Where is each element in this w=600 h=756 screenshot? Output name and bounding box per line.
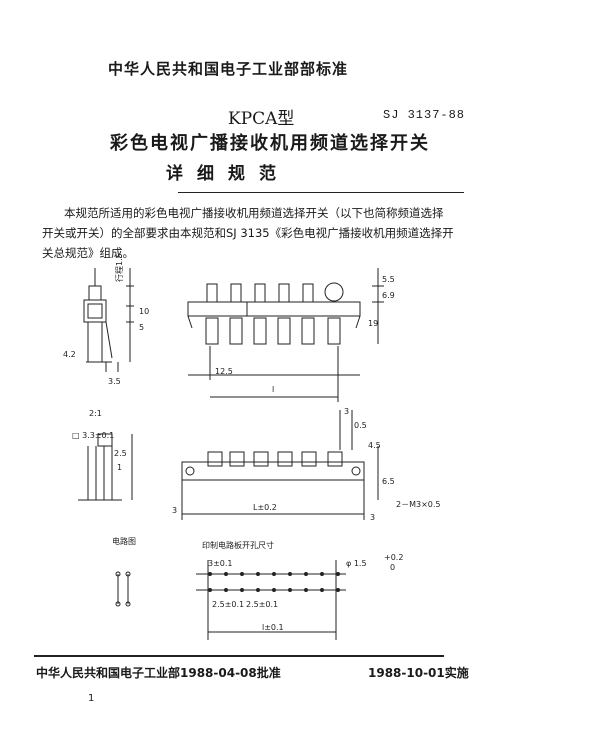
- header-rule: [178, 192, 464, 193]
- hole-tol-up: +0.2: [384, 553, 403, 562]
- document-subtitle: 详细规范: [166, 164, 290, 184]
- hole-tol-low: 0: [390, 563, 395, 572]
- dim-4-2: 4.2: [63, 350, 76, 359]
- pitch-3: 3±0.1: [208, 559, 233, 568]
- dim-12-5: 12.5: [215, 367, 233, 376]
- scale-label: 2:1: [89, 409, 102, 418]
- approval-date: 中华人民共和国电子工业部1988-04-08批准: [36, 666, 281, 680]
- thread-spec: 2－M3×0.5: [396, 500, 441, 509]
- dim-square: □ 3.3±0.1: [72, 431, 114, 440]
- footer-rule: [34, 655, 444, 657]
- issuing-organization: 中华人民共和国电子工业部部标准: [108, 60, 349, 78]
- dim-3-5: 3.5: [108, 377, 121, 386]
- dim-l: l: [272, 385, 274, 394]
- pitch-2-5-b: 2.5±0.1: [246, 600, 278, 609]
- dim-2-5: 2.5: [114, 449, 127, 458]
- document-title: 彩色电视广播接收机用频道选择开关: [110, 133, 430, 154]
- page-number: 1: [88, 693, 95, 704]
- dim-L: L±0.2: [253, 503, 277, 512]
- dim-3-left: 3: [172, 506, 177, 515]
- dim-6-9: 6.9: [382, 291, 395, 300]
- dim-travel: 行程1.5: [114, 253, 124, 282]
- hole-diameter: φ 1.5: [346, 559, 367, 568]
- dim-3-right: 3: [370, 513, 375, 522]
- dim-10: 10: [139, 307, 149, 316]
- dim-1: 1: [117, 463, 122, 472]
- dim-5: 5: [139, 323, 144, 332]
- dim-6-5: 6.5: [382, 477, 395, 486]
- pitch-2-5-a: 2.5±0.1: [212, 600, 244, 609]
- dim-4-5: 4.5: [368, 441, 381, 450]
- standard-code: SJ 3137-88: [383, 108, 466, 122]
- circuit-label: 电路图: [112, 536, 136, 546]
- dim-3-top: 3: [344, 407, 349, 416]
- model-name: KPCA型: [228, 109, 295, 129]
- effective-date: 1988-10-01实施: [368, 666, 469, 680]
- dim-l-pcb: l±0.1: [262, 623, 284, 632]
- dim-0-5: 0.5: [354, 421, 367, 430]
- dim-5-5: 5.5: [382, 275, 395, 284]
- dim-19: 19: [368, 319, 378, 328]
- intro-paragraph: 本规范所适用的彩色电视广播接收机用频道选择开关（以下也简称频道选择开关或开关）的…: [42, 206, 454, 260]
- pcb-label: 印制电路板开孔尺寸: [202, 540, 274, 550]
